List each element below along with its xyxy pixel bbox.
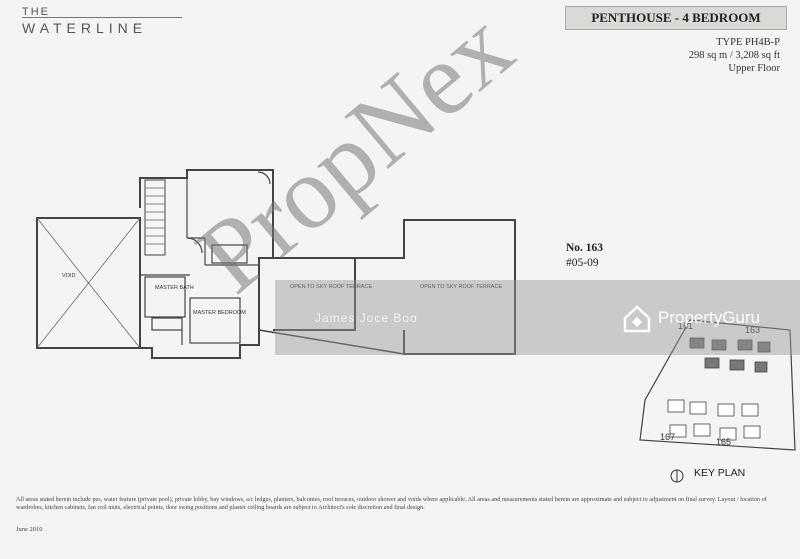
propertyguru-logo: PropertyGuru: [622, 304, 760, 339]
key-plan: [639, 319, 796, 483]
staircase: [144, 179, 166, 256]
room-label-master-bedroom: MASTER BEDROOM: [193, 310, 246, 316]
room-label-void: VOID: [62, 273, 75, 279]
block-label-161: 161: [678, 321, 693, 331]
key-plan-label: KEY PLAN: [694, 467, 746, 479]
house-icon: [623, 305, 651, 333]
unit-floor: Upper Floor: [728, 63, 780, 74]
document-date: June 2010: [16, 526, 43, 533]
unit-specs: TYPE PH4B-P 298 sq m / 3,208 sq ft Upper…: [689, 36, 780, 75]
master-bedroom: [189, 297, 241, 344]
watermark-band: [275, 280, 800, 355]
watermark-name: James Joce Boo: [315, 311, 418, 325]
master-bath: [144, 276, 186, 318]
unit-number: No. 163: [566, 242, 604, 254]
footnote: All areas stated herein include pes, wat…: [16, 496, 767, 511]
logo-rule: [22, 17, 182, 18]
propertyguru-text: PropertyGuru: [658, 308, 761, 327]
unit-area: 298 sq m / 3,208 sq ft: [688, 50, 780, 61]
logo-line2: WATERLINE: [22, 20, 148, 36]
room-label-terrace-2: OPEN TO SKY ROOF TERRACE: [420, 284, 502, 290]
unit-label: No. 163 #05-09: [566, 241, 603, 271]
unit-level: #05-09: [566, 257, 599, 269]
page-title: PENTHOUSE - 4 BEDROOM: [565, 6, 787, 30]
block-label-167: 167: [660, 432, 675, 442]
room-label-terrace-1: OPEN TO SKY ROOF TERRACE: [290, 284, 372, 290]
logo-line1: THE: [22, 6, 50, 18]
unit-type: TYPE PH4B-P: [716, 37, 780, 48]
room-label-master-bath: MASTER BATH: [155, 285, 194, 291]
block-label-163: 163: [745, 325, 760, 335]
block-label-165: 165: [716, 437, 731, 447]
